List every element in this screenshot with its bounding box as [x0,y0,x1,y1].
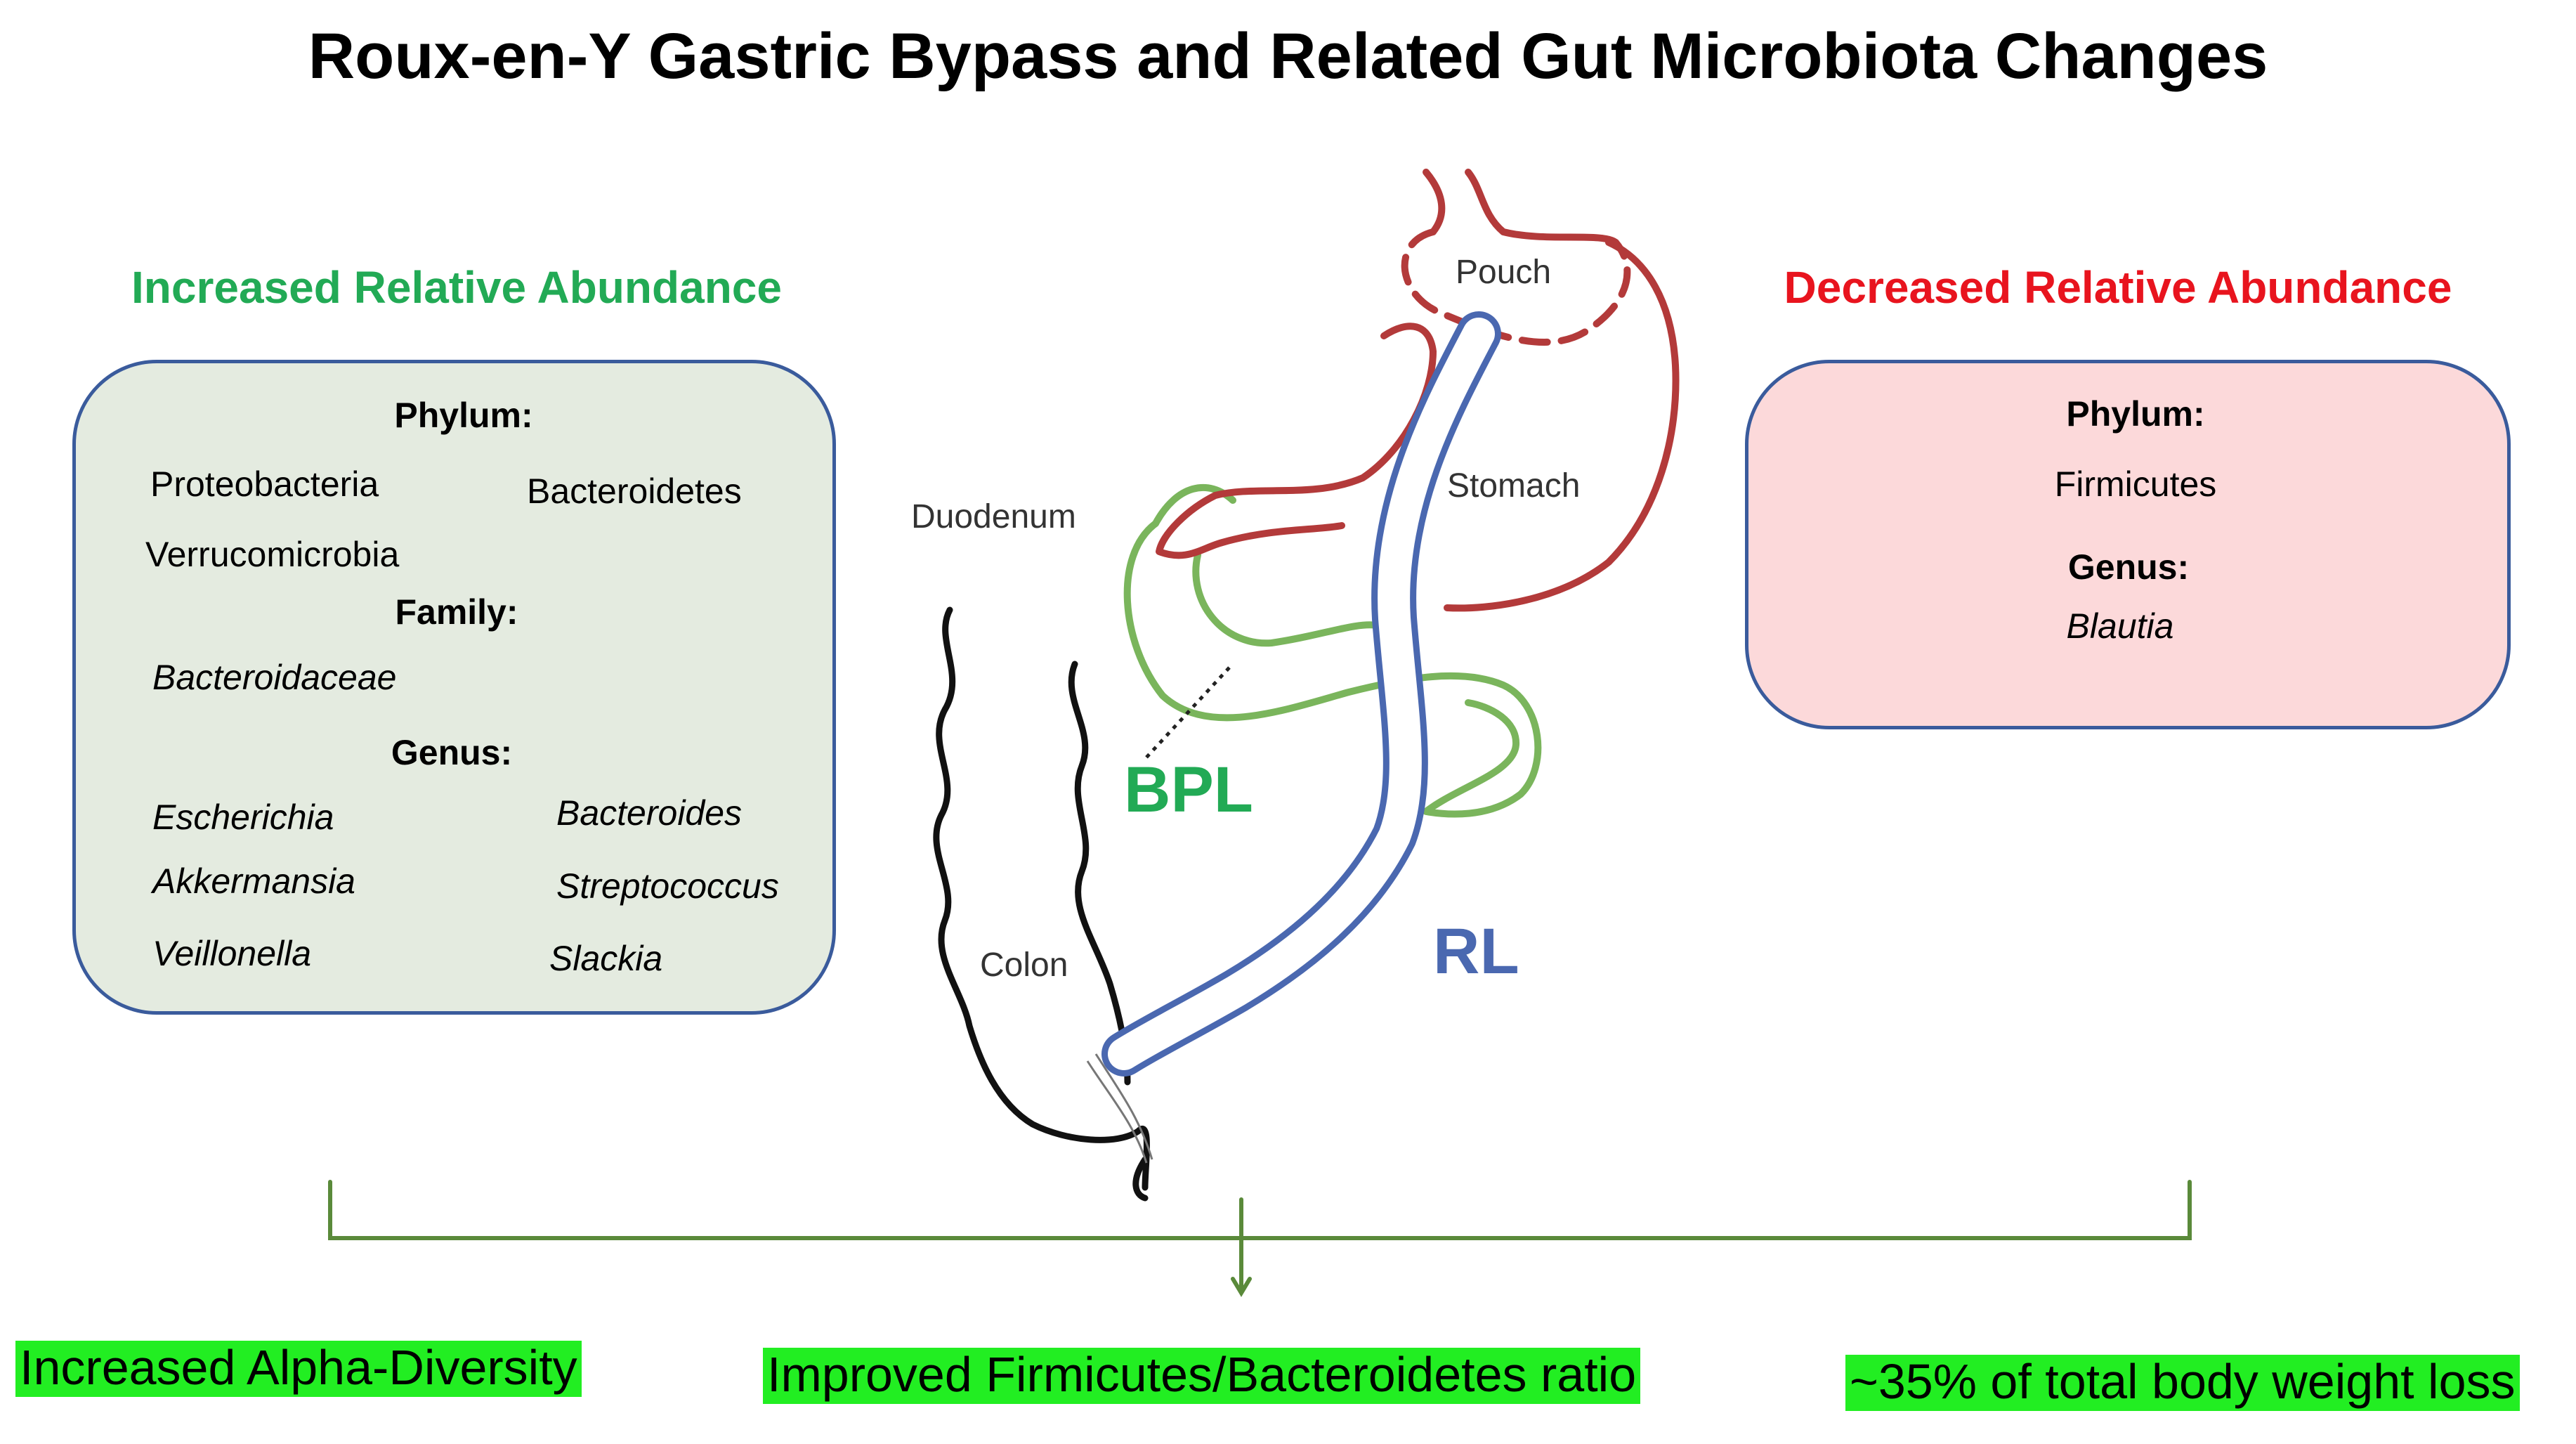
increased-phylum-item: Verrucomicrobia [145,535,400,574]
stomach-label: Stomach [1447,467,1581,505]
increased-genus-item: Bacteroides [556,793,743,833]
increased-genus-label: Genus: [391,733,513,772]
rl-label: RL [1433,916,1519,987]
pouch-label: Pouch [1456,254,1552,291]
decreased-genus-label: Genus: [2067,547,2190,587]
outcome-fb-ratio: Improved Firmicutes/Bacteroidetes ratio [763,1348,1641,1404]
outcome-alpha-diversity: Increased Alpha-Diversity [15,1341,582,1397]
decreased-phylum-item: Firmicutes [2054,464,2217,504]
increased-genus-item: Akkermansia [152,861,355,901]
outcome-weight-loss: ~35% of total body weight loss [1845,1355,2520,1411]
increased-phylum-label: Phylum: [394,396,533,435]
increased-genus-item: Veillonella [152,934,312,973]
diagram-title: Roux-en-Y Gastric Bypass and Related Gut… [308,20,2268,92]
increased-phylum-item: Proteobacteria [150,464,379,504]
increased-heading: Increased Relative Abundance [131,262,782,313]
bpl-pointer-line [1144,666,1231,760]
increased-phylum-item: Bacteroidetes [527,471,742,511]
increased-genus-item: Slackia [549,939,663,978]
increased-genus-item: Escherichia [152,798,334,837]
decreased-abundance-box [1745,360,2511,729]
increased-family-item: Bacteroidaceae [152,658,397,697]
gastric-pouch [1401,169,1631,346]
increased-family-label: Family: [395,592,518,632]
decreased-heading: Decreased Relative Abundance [1784,262,2452,313]
colon-taenia [1086,1053,1153,1164]
roux-limb [1101,311,1501,1077]
decreased-phylum-label: Phylum: [2066,394,2205,434]
increased-abundance-box [72,360,836,1015]
remnant-stomach [1156,239,1680,612]
colon-outline [933,606,1150,1202]
duodenum-label: Duodenum [911,498,1076,535]
colon-label: Colon [980,947,1068,984]
increased-genus-item: Streptococcus [556,866,779,906]
bpl-label: BPL [1124,754,1253,826]
outcome-bracket [328,1180,2192,1297]
decreased-genus-item: Blautia [2066,606,2174,646]
